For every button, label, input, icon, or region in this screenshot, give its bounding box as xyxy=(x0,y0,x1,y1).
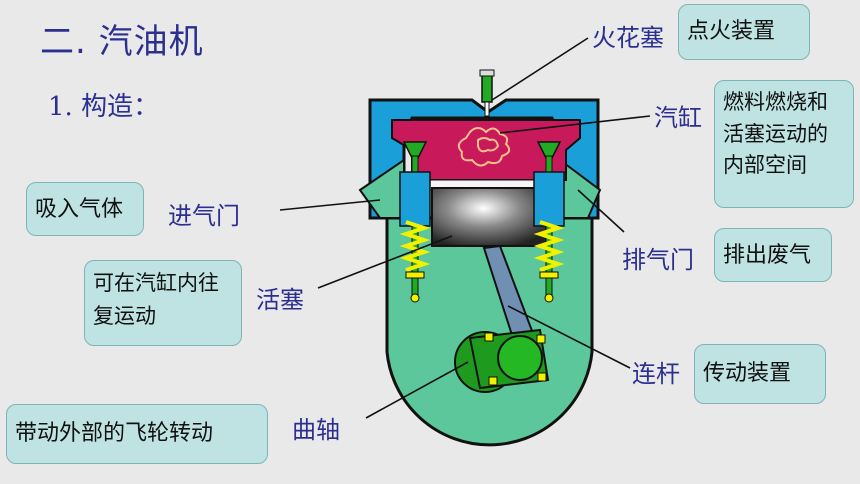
label-intake-valve: 进气门 xyxy=(168,202,240,230)
label-exhaust-valve: 排气门 xyxy=(622,246,694,274)
leader-lines xyxy=(279,37,651,419)
exhaust-valve-assembly xyxy=(533,141,565,303)
label-crankshaft: 曲轴 xyxy=(292,416,340,444)
note-crankshaft: 带动外部的飞轮转动 xyxy=(6,404,268,464)
page-title: 二. 汽油机 xyxy=(40,22,204,62)
note-cylinder: 燃料燃烧和活塞运动的内部空间 xyxy=(714,80,854,208)
label-connecting-rod: 连杆 xyxy=(632,360,680,388)
intake-valve-assembly xyxy=(399,141,431,303)
section-subtitle: 1. 构造： xyxy=(48,92,160,122)
crankshaft-assembly xyxy=(454,328,550,393)
note-exhaust-valve: 排出废气 xyxy=(714,228,832,282)
note-piston: 可在汽缸内往复运动 xyxy=(84,260,242,346)
label-cylinder: 汽缸 xyxy=(654,104,702,132)
spark-flame xyxy=(457,127,511,167)
note-intake-valve: 吸入气体 xyxy=(26,182,144,236)
note-connecting-rod: 传动装置 xyxy=(694,344,826,404)
note-spark-plug: 点火装置 xyxy=(678,4,810,60)
label-spark-plug: 火花塞 xyxy=(592,24,664,52)
spark-plug xyxy=(479,69,495,117)
label-piston: 活塞 xyxy=(256,286,304,314)
